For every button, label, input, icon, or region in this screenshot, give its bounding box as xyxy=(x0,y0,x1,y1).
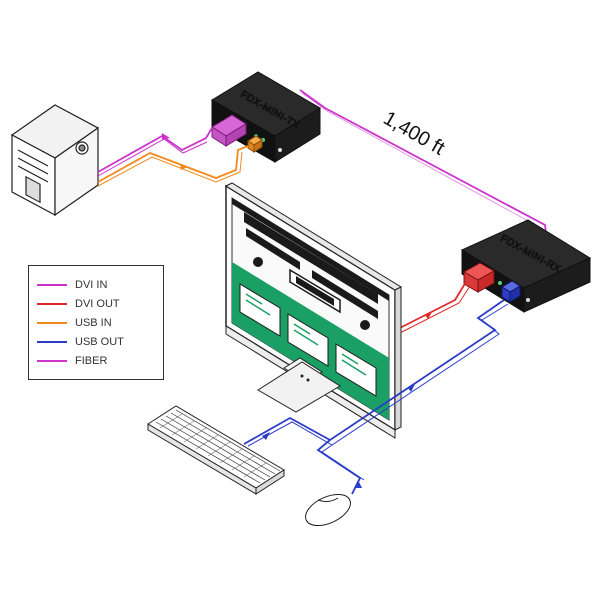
pc-tower xyxy=(10,104,100,217)
mouse xyxy=(305,493,351,527)
monitor xyxy=(224,182,403,439)
legend-item-usb-in: USB IN xyxy=(29,314,163,332)
tx-dvi-connector xyxy=(211,114,247,147)
legend-item-dvi-out: DVI OUT xyxy=(29,295,163,313)
tx-usb-connector xyxy=(247,135,263,153)
legend-label: FIBER xyxy=(75,355,108,367)
legend-label: USB IN xyxy=(75,317,112,329)
legend-label: DVI IN xyxy=(75,279,108,291)
legend-swatch-usb-in xyxy=(37,322,67,324)
distance-label: 1,400 ft xyxy=(380,107,449,160)
legend-swatch-dvi-in xyxy=(37,284,67,286)
rx-usb-connector xyxy=(501,280,521,303)
dvi-out-cable xyxy=(387,281,467,335)
legend-swatch-usb-out xyxy=(37,341,67,343)
legend-item-fiber: FIBER xyxy=(29,352,163,370)
keyboard xyxy=(147,405,285,495)
legend-item-usb-out: USB OUT xyxy=(29,333,163,351)
legend-label: DVI OUT xyxy=(75,298,120,310)
legend-label: USB OUT xyxy=(75,336,124,348)
usb-in-cable xyxy=(97,145,249,183)
legend: DVI IN DVI OUT USB IN USB OUT FIBER xyxy=(28,265,164,380)
legend-swatch-dvi-out xyxy=(37,303,67,305)
legend-item-dvi-in: DVI IN xyxy=(29,276,163,294)
rx-dvi-connector xyxy=(462,262,496,293)
fiber-cable xyxy=(299,89,549,251)
dvi-in-cable xyxy=(97,127,213,173)
legend-swatch-fiber xyxy=(37,360,67,362)
